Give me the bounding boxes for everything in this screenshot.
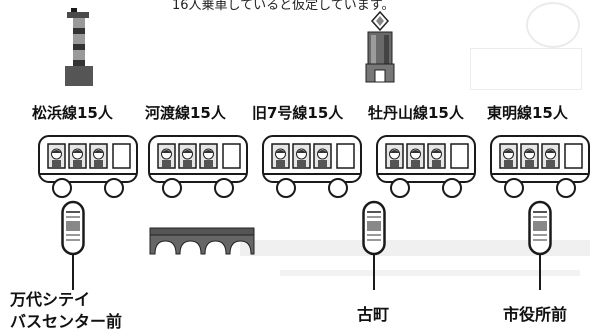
caption-text: 16人乗車していると仮定しています。 (172, 0, 395, 13)
bus-stop-sign-icon (528, 200, 552, 290)
bus-label-matsuhama: 松浜線15人 (32, 104, 113, 122)
bridge-icon (149, 227, 255, 255)
bus-icon (376, 135, 476, 198)
stop-label-bandai-line1: 万代シテイ (10, 290, 91, 309)
building-icon (365, 10, 395, 83)
bus-label-botanyama: 牡丹山線15人 (368, 104, 464, 122)
stop-label-furumachi: 古町 (357, 305, 390, 324)
bus-label-kodo: 河渡線15人 (145, 104, 226, 122)
bus-label-tomei: 東明線15人 (487, 104, 568, 122)
bus-icon (148, 135, 248, 198)
bus-icon (38, 135, 138, 198)
stop-label-bandai-line2: バスセンター前 (10, 312, 123, 331)
stop-label-shiyakusho: 市役所前 (503, 305, 568, 324)
bus-icon (490, 135, 590, 198)
bleed-through-line (280, 270, 580, 276)
bus-icon (262, 135, 362, 198)
bus-stop-sign-icon (362, 200, 386, 290)
lighthouse-icon (65, 8, 93, 86)
bleed-through-circle (526, 2, 580, 48)
bleed-through-block (470, 48, 582, 90)
bus-label-kyu7go: 旧7号線15人 (252, 104, 344, 122)
bus-stop-sign-icon (61, 200, 85, 290)
bleed-through-band (240, 240, 590, 256)
